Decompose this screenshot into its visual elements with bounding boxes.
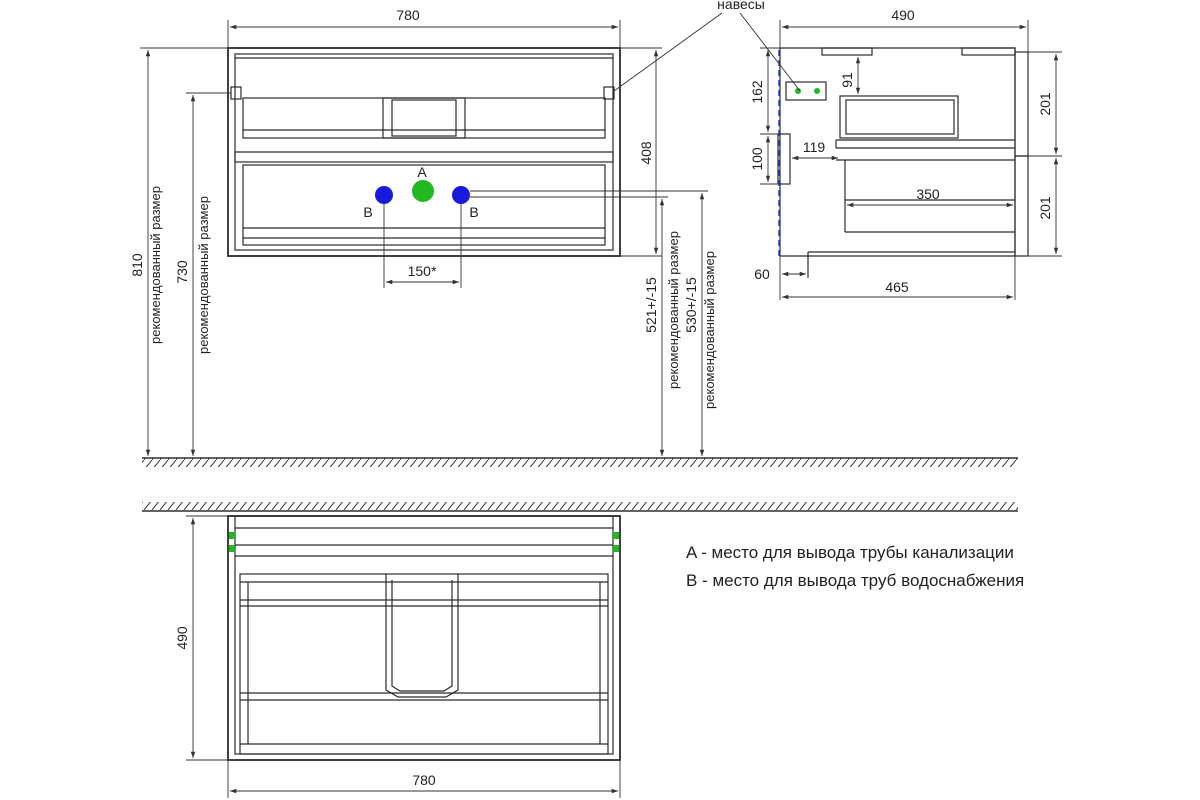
dim-100-label: 100	[749, 147, 765, 171]
hanger-marker-right	[814, 88, 820, 94]
pipe-a-height-note: рекомендованный размер	[702, 251, 717, 409]
height-810-label: 810	[129, 253, 145, 277]
dim-201-bottom-label: 201	[1037, 196, 1053, 220]
depth-490-top-label: 490	[174, 626, 190, 650]
top-view	[227, 515, 621, 761]
hanger-bracket-left	[230, 86, 242, 100]
cabinet-outline	[227, 47, 621, 257]
width-780-top-label: 780	[412, 772, 436, 788]
height-810-note: рекомендованный размер	[148, 186, 163, 344]
dim-350-label: 350	[916, 186, 940, 202]
hanger-bracket-right	[603, 86, 615, 100]
water-pipe-b-left	[375, 186, 393, 204]
pipe-b-left-label: B	[363, 204, 372, 220]
top-view-outline	[227, 515, 621, 761]
front-dimension-lines	[145, 24, 705, 456]
height-730-label: 730	[174, 260, 190, 284]
side-front-panel-top	[1014, 51, 1029, 157]
pipe-b-height-label: 521+/-15	[643, 277, 659, 333]
dim-60-label: 60	[754, 266, 770, 282]
pipe-b-height-note: рекомендованный размер	[666, 231, 681, 389]
bottom-drawer	[242, 164, 606, 246]
side-top-drawer	[839, 95, 959, 139]
water-pipe-b-right	[452, 186, 470, 204]
sewer-pipe-a	[412, 180, 434, 202]
floor-line	[142, 457, 1018, 467]
wall-line-top-view	[142, 502, 1018, 512]
hanger-marker-left	[795, 88, 801, 94]
top-dimension-lines	[190, 518, 618, 794]
side-front-panel-bottom	[1014, 155, 1029, 257]
top-view-drawer	[239, 573, 609, 755]
cabinet-height-408-label: 408	[638, 141, 654, 165]
legend-water: B - место для вывода труб водоснабжения	[686, 571, 1025, 590]
dim-465-label: 465	[885, 279, 909, 295]
top-view-hanger-markers	[229, 532, 619, 552]
drawer-handle	[382, 97, 466, 139]
height-730-note: рекомендованный размер	[196, 196, 211, 354]
dim-162-label: 162	[749, 80, 765, 104]
front-view	[227, 47, 621, 257]
pipe-spacing-label: 150*	[408, 263, 437, 279]
pipe-a-height-label: 530+/-15	[683, 277, 699, 333]
side-dimension-lines	[765, 24, 1059, 300]
top-view-handle	[385, 574, 459, 698]
hangers-label: навесы	[717, 0, 765, 12]
top-drawer	[242, 97, 606, 139]
pipe-a-label: A	[417, 164, 427, 180]
hanger-block	[785, 81, 827, 101]
side-view	[777, 47, 1029, 278]
dim-119-label: 119	[803, 139, 826, 155]
width-780-label: 780	[396, 7, 420, 23]
dim-201-top-label: 201	[1037, 92, 1053, 116]
depth-490-side-label: 490	[891, 7, 915, 23]
pipe-b-right-label: B	[469, 204, 478, 220]
dim-91-label: 91	[839, 72, 855, 88]
legend-sewer: A - место для вывода трубы канализации	[686, 543, 1014, 562]
hanger-leader-lines	[613, 12, 801, 92]
